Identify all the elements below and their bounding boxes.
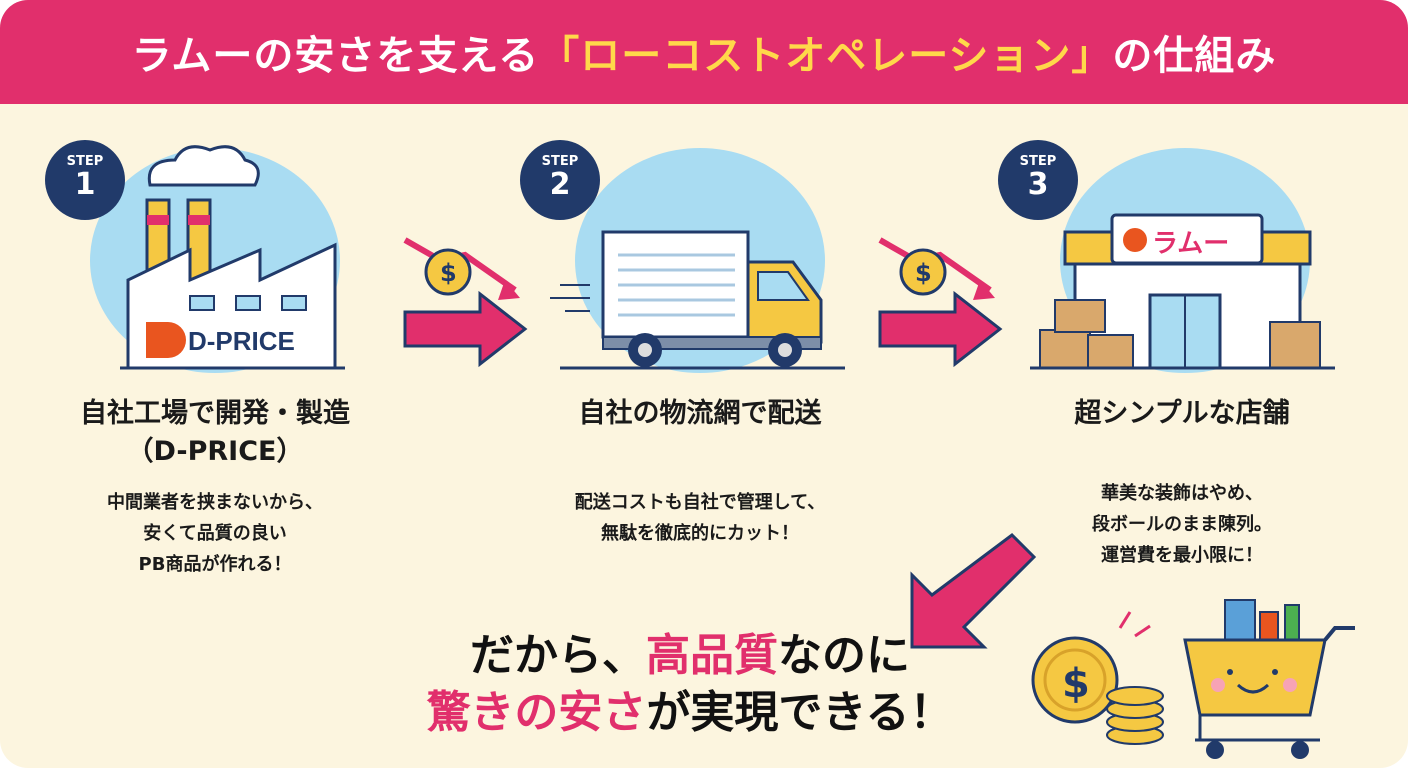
store-icon: ラムー — [1030, 213, 1335, 370]
svg-text:$: $ — [915, 259, 932, 287]
step3-title: 超シンプルな店舗 — [1074, 398, 1290, 429]
title-suffix: の仕組み — [1112, 33, 1277, 79]
step1-subtitle: （D-PRICE） — [126, 436, 304, 467]
store-sign-text: ラムー — [1152, 229, 1229, 259]
conclusion-line-2: 驚きの安さが実現できる！ — [426, 687, 954, 738]
svg-text:$: $ — [1062, 661, 1090, 707]
dprice-logo-text: D-PRICE — [188, 326, 295, 356]
step2-title: 自社の物流網で配送 — [578, 398, 822, 429]
page-title: ラムーの安さを支える「ローコストオペレーション」の仕組み — [0, 0, 1408, 104]
svg-text:$: $ — [440, 259, 457, 287]
conclusion-line-1: だから、高品質なのに — [470, 630, 910, 681]
title-highlight: 「ローコストオペレーション」 — [539, 33, 1113, 79]
coins-icon: $ — [1031, 611, 1164, 745]
step3-description: 華美な装飾はやめ、段ボールのまま陳列。運営費を最小限に！ — [1092, 483, 1272, 566]
flow-arrow-2: $ — [878, 237, 1003, 368]
conclusion-arrow — [910, 533, 1037, 649]
truck-icon — [550, 230, 845, 370]
step1-title: 自社工場で開発・製造 — [80, 398, 350, 429]
shopping-cart-icon — [1183, 599, 1355, 759]
factory-icon: D-PRICE — [120, 145, 345, 370]
flow-arrow-1: $ — [403, 237, 528, 368]
title-prefix: ラムーの安さを支える — [131, 33, 540, 79]
step2-description: 配送コストも自社で管理して、無駄を徹底的にカット！ — [574, 492, 826, 544]
